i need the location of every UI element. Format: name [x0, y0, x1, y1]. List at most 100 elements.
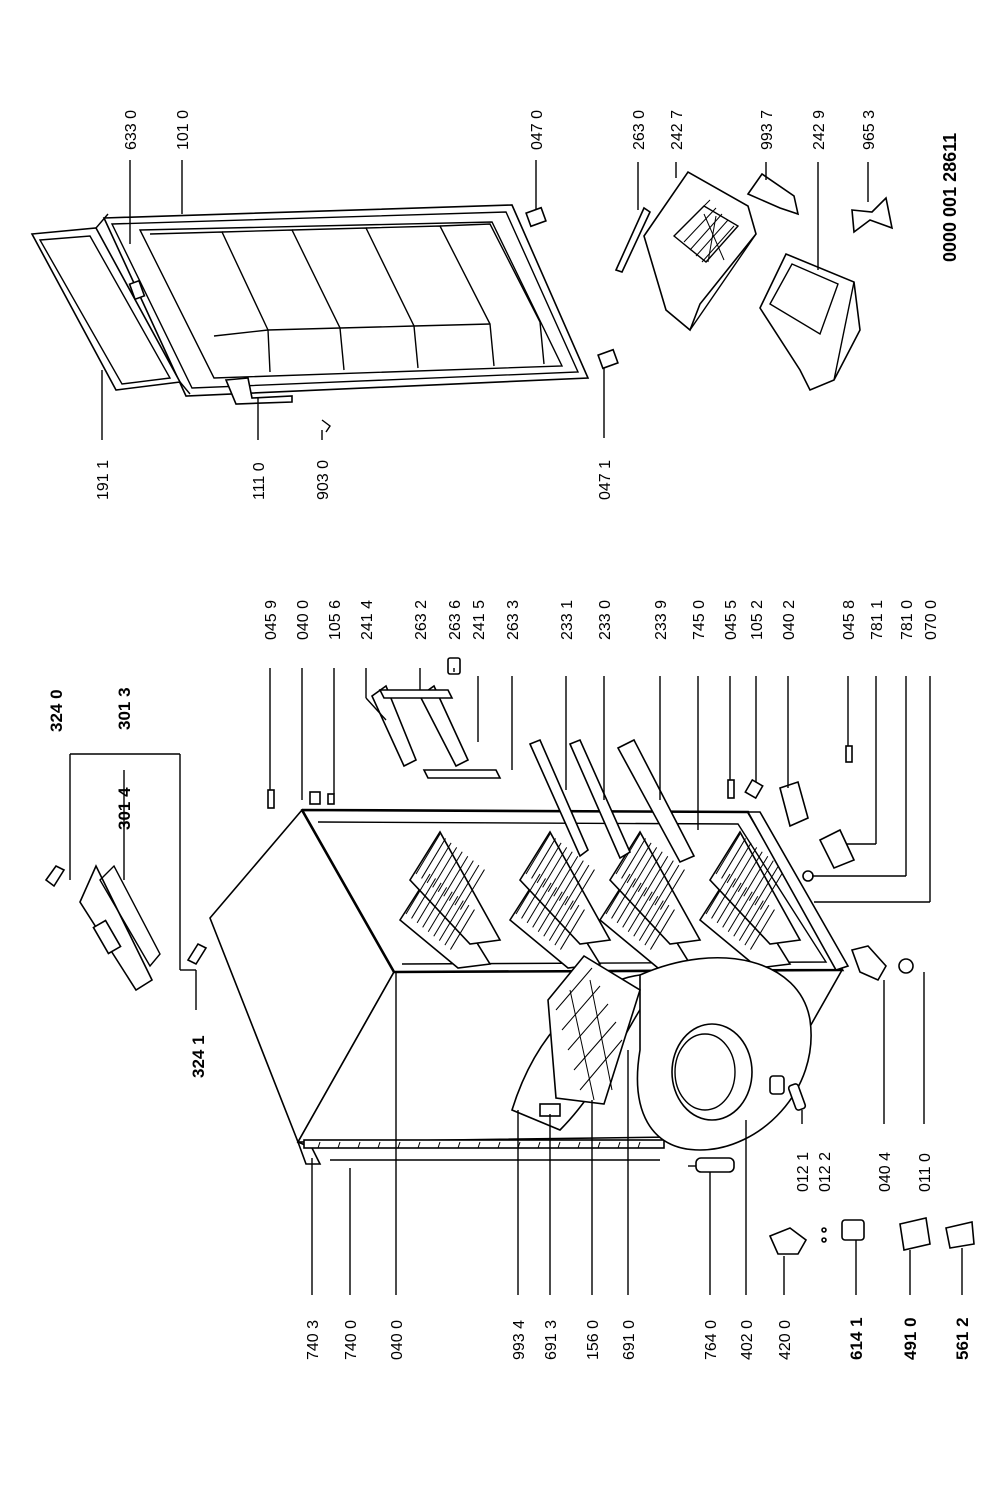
shelf-hatch-line: [547, 851, 573, 893]
evaporator-shelves: [398, 830, 802, 969]
shelf-hatch-line: [450, 909, 475, 950]
label-781-0: 781 0: [899, 600, 916, 640]
shelf-hatch-line: [754, 864, 780, 906]
shelf-hatch-line: [638, 900, 664, 941]
shelf-hatch-line: [711, 878, 736, 919]
shelf-hatch-line: [521, 878, 546, 919]
shelf-hatch-line: [605, 873, 631, 915]
shelf-hatch-line: [727, 891, 753, 933]
label-301-4: 301 4: [115, 787, 134, 830]
shelf-hatch-line: [448, 860, 474, 901]
shelf-hatch-line: [427, 891, 453, 933]
label-263-2: 263 2: [413, 600, 430, 640]
shelf-hatch-line: [750, 909, 775, 950]
shelf-hatch-line: [743, 855, 769, 897]
label-764-0: 764 0: [703, 1320, 720, 1360]
drawer-parts: [614, 170, 894, 392]
label-324-1: 324 1: [189, 1035, 208, 1078]
shelf-hatch-line: [443, 855, 469, 897]
shelf-hatch-line: [644, 904, 670, 946]
label-011-0: 011 0: [917, 1153, 934, 1192]
shelf-hatch-line: [726, 842, 752, 884]
shelf-hatch-line: [716, 882, 742, 924]
door-assembly: [30, 204, 619, 433]
shelf-hatch-line: [536, 842, 562, 884]
shelf-hatch-line: [537, 891, 563, 933]
shelf-hatch-line: [432, 847, 458, 888]
label-633-0: 633 0: [123, 110, 140, 150]
label-324-0: 324 0: [47, 689, 66, 732]
shelf-hatch-line: [738, 900, 764, 941]
label-242-9: 242 9: [811, 110, 828, 150]
label-045-8: 045 8: [841, 600, 858, 640]
label-012-2: 012 2: [817, 1152, 834, 1192]
shelf-hatch-line: [415, 833, 441, 875]
label-614-1: 614 1: [847, 1317, 866, 1360]
label-045-5: 045 5: [723, 600, 740, 640]
labels-cabinet-top: 324 1 301 4 301 3 324 0: [47, 687, 208, 1078]
shelf-hatch-line: [621, 838, 646, 879]
label-070-0: 070 0: [923, 600, 940, 640]
label-263-6: 263 6: [447, 600, 464, 640]
label-965-3: 965 3: [861, 110, 878, 150]
label-101-0: 101 0: [175, 110, 192, 150]
label-047-1: 047 1: [597, 460, 614, 500]
shelf-hatch-line: [643, 855, 669, 897]
loose-parts: [44, 657, 975, 1255]
shelf-hatch-line: [705, 873, 731, 915]
label-420-0: 420 0: [777, 1320, 794, 1360]
label-191-1: 191 1: [95, 460, 112, 500]
shelf-hatch-line: [526, 882, 552, 924]
shelf-hatch-line: [515, 873, 541, 915]
shelf-hatch-line: [637, 851, 663, 893]
shelf-hatch-line: [433, 895, 459, 937]
shelf-hatch-line: [558, 860, 584, 901]
label-233-0: 233 0: [597, 600, 614, 640]
shelf-hatch-line: [744, 904, 770, 946]
shelf-hatch-line: [438, 900, 464, 941]
label-233-1: 233 1: [559, 600, 576, 640]
label-047-0: 047 0: [529, 110, 546, 150]
shelf-hatch-line: [532, 887, 558, 928]
labels-drawers: 263 0 242 7 993 7 242 9 965 3: [631, 110, 878, 150]
labels-bottom-row: 012 1 012 2 040 4 011 0: [795, 1152, 934, 1192]
label-040-2: 040 2: [781, 600, 798, 640]
shelf-hatch-line: [748, 860, 774, 901]
shelf-hatch-line: [650, 909, 675, 950]
label-993-7: 993 7: [759, 110, 776, 150]
labels-door: 191 1 111 0 903 0 633 0 101 0 047 0 047 …: [95, 110, 614, 500]
shelf-hatch-line: [715, 833, 741, 875]
shelf-hatch-line: [622, 887, 648, 928]
label-402-0: 402 0: [739, 1320, 756, 1360]
label-040-0-left: 040 0: [389, 1320, 406, 1360]
shelf-hatch-line: [722, 887, 748, 928]
label-903-0: 903 0: [315, 460, 332, 500]
label-045-9: 045 9: [263, 600, 280, 640]
label-745-0: 745 0: [691, 600, 708, 640]
label-040-0-right: 040 0: [295, 600, 312, 640]
label-111-0: 111 0: [251, 462, 268, 500]
shelf-hatch-line: [426, 842, 452, 884]
document-code: 0000 001 28611: [940, 133, 960, 262]
shelf-hatch-line: [454, 864, 480, 906]
label-993-4: 993 4: [511, 1320, 528, 1360]
shelf-hatch-line: [733, 895, 759, 937]
shelf-hatch-line: [570, 869, 595, 910]
shelf-hatch-line: [405, 873, 431, 915]
label-263-0: 263 0: [631, 110, 648, 150]
label-156-0: 156 0: [585, 1320, 602, 1360]
leader-lines: [69, 160, 963, 1295]
label-740-0: 740 0: [343, 1320, 360, 1360]
shelf-hatch-line: [633, 895, 659, 937]
shelf-hatch-line: [543, 895, 569, 937]
shelf-hatch-line: [421, 838, 446, 879]
label-781-1: 781 1: [869, 600, 886, 640]
label-040-4: 040 4: [877, 1152, 894, 1192]
shelf-hatch-line: [422, 887, 448, 928]
shelf-hatch-line: [660, 869, 685, 910]
label-691-3: 691 3: [543, 1320, 560, 1360]
shelf-hatch-line: [548, 900, 574, 941]
shelf-hatch-line: [611, 878, 636, 919]
shelf-hatch-line: [632, 847, 658, 888]
label-105-6: 105 6: [327, 600, 344, 640]
